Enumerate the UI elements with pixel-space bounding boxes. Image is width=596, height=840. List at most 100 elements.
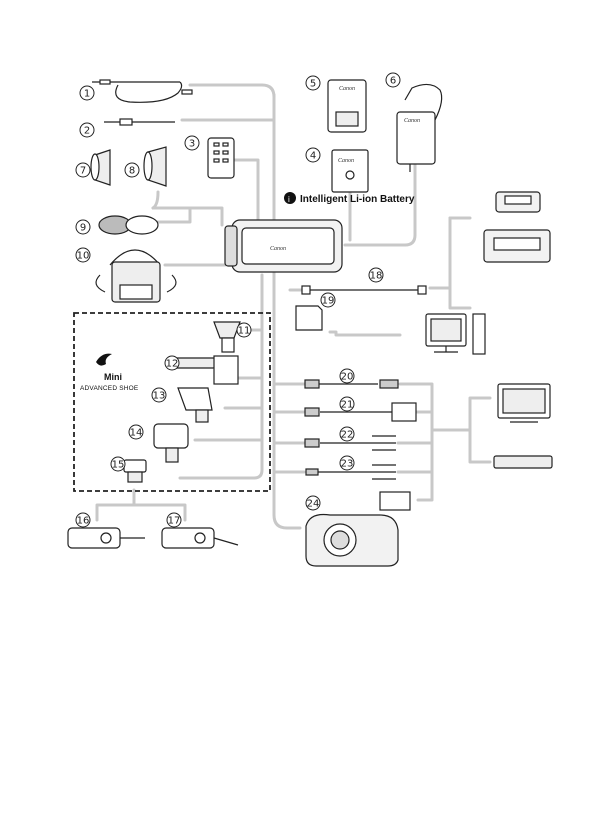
number-circle	[184, 135, 200, 151]
camcorder-brand-label: Canon	[270, 246, 286, 252]
adapter-brand-label: Canon	[404, 118, 420, 124]
speedlite-icon	[153, 423, 189, 463]
connection-lines	[95, 83, 492, 530]
number-text: 21	[341, 400, 354, 411]
number-circle	[79, 85, 95, 101]
battery-brand-label: Canon	[338, 158, 354, 164]
number-circle	[305, 147, 321, 163]
number-text: 8	[129, 166, 135, 177]
shotgun-microphone-icon	[171, 355, 239, 385]
number-label-13: 13	[151, 387, 167, 403]
tele-converter-icon	[90, 149, 111, 186]
number-text: 13	[153, 391, 166, 402]
number-text: 22	[341, 430, 354, 441]
usb-cable-icon	[304, 379, 399, 389]
number-label-20: 20	[339, 368, 355, 384]
compact-printer-icon	[495, 191, 541, 213]
number-label-21: 21	[339, 396, 355, 412]
video-light-11-icon	[213, 321, 241, 353]
number-text: 14	[130, 428, 143, 439]
number-circle	[124, 162, 140, 178]
shoulder-strap-icon	[92, 79, 193, 103]
number-label-8: 8	[124, 162, 140, 178]
photo-printer-icon	[483, 229, 551, 263]
power-adapter-icon: Canon	[396, 83, 443, 172]
number-circle	[75, 219, 91, 235]
number-label-14: 14	[128, 424, 144, 440]
charger-brand-label: Canon	[339, 86, 355, 92]
number-text: 12	[166, 359, 179, 370]
number-label-18: 18	[368, 267, 384, 283]
number-circle	[305, 75, 321, 91]
stereo-video-cable-icon	[305, 464, 411, 511]
number-label-2: 2	[79, 122, 95, 138]
wide-converter-icon	[143, 146, 167, 187]
television-icon	[497, 383, 551, 423]
number-text: 23	[341, 459, 354, 470]
number-circle	[110, 456, 126, 472]
number-circle	[75, 512, 91, 528]
number-text: 24	[307, 499, 320, 510]
number-circle	[79, 122, 95, 138]
number-circle	[385, 72, 401, 88]
number-label-1: 1	[79, 85, 95, 101]
number-text: 5	[310, 79, 316, 90]
mini-shoe-title: Mini	[104, 372, 122, 382]
number-label-12: 12	[164, 355, 180, 371]
battery-charger-icon: Canon	[327, 79, 367, 133]
number-circle	[339, 455, 355, 471]
number-circle	[151, 387, 167, 403]
wireless-controller-icon	[207, 137, 235, 179]
number-text: 7	[80, 166, 86, 177]
wrist-strap-icon	[104, 118, 175, 126]
battery-pack-icon: Canon	[331, 149, 369, 193]
computer-icon	[425, 313, 486, 355]
number-text: 10	[77, 251, 90, 262]
number-circle	[339, 396, 355, 412]
number-circle	[320, 292, 336, 308]
number-text: 11	[238, 326, 251, 337]
number-text: 2	[84, 126, 90, 137]
battery-label-group: i Intelligent Li-ion Battery	[284, 192, 415, 205]
stereo-cable-18-icon	[301, 285, 427, 295]
number-label-10: 10	[75, 247, 91, 263]
number-label-19: 19	[320, 292, 336, 308]
number-text: 15	[112, 460, 125, 471]
number-text: 4	[310, 151, 316, 162]
number-circle	[75, 247, 91, 263]
number-label-5: 5	[305, 75, 321, 91]
number-text: 3	[189, 139, 195, 150]
carrying-case-icon	[95, 249, 177, 303]
number-label-4: 4	[305, 147, 321, 163]
filter-set-icon	[98, 215, 159, 235]
number-text: 17	[168, 516, 181, 527]
number-label-22: 22	[339, 426, 355, 442]
number-label-23: 23	[339, 455, 355, 471]
video-light-13-icon	[177, 387, 213, 423]
number-circle	[305, 495, 321, 511]
video-recorder-icon	[493, 455, 553, 469]
component-cable-icon	[304, 402, 417, 422]
mini-shoe-group-box	[73, 312, 271, 492]
number-text: 9	[80, 223, 86, 234]
shoe-adapter-icon	[123, 459, 147, 483]
remote-controller-16-icon	[67, 527, 145, 549]
number-label-7: 7	[75, 162, 91, 178]
number-circle	[164, 355, 180, 371]
number-label-6: 6	[385, 72, 401, 88]
mini-shoe-subtitle: ADVANCED SHOE	[80, 385, 139, 392]
number-circle	[368, 267, 384, 283]
camcorder-icon: Canon	[224, 219, 343, 273]
number-circle	[166, 512, 182, 528]
number-text: 1	[84, 89, 90, 100]
number-label-3: 3	[184, 135, 200, 151]
number-text: 18	[370, 271, 383, 282]
number-text: 16	[77, 516, 90, 527]
battery-label: Intelligent Li-ion Battery	[300, 194, 415, 205]
mini-shoe-logo: Mini ADVANCED SHOE	[80, 353, 139, 392]
memory-card-icon	[295, 305, 323, 331]
number-label-15: 15	[110, 456, 126, 472]
number-circle	[236, 322, 252, 338]
number-text: 6	[390, 76, 396, 87]
